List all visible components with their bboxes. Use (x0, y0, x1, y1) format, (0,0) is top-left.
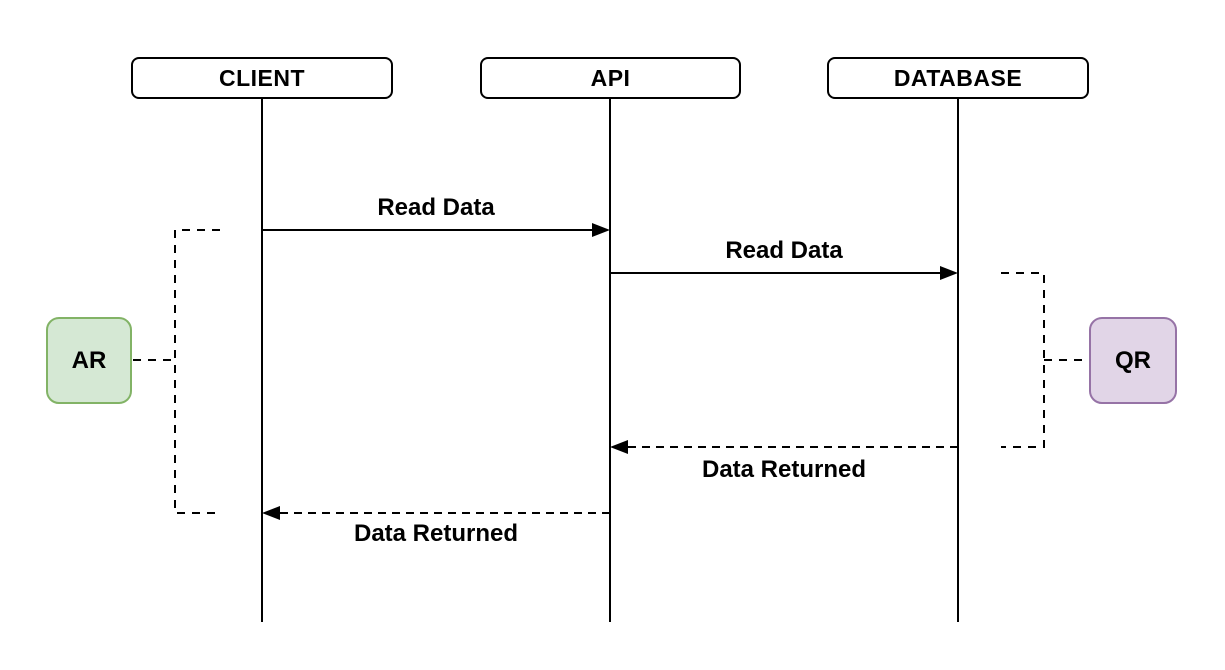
bracket-client-span (174, 229, 220, 514)
arrowhead-client-to-api (592, 223, 610, 237)
bracket-database-span (1001, 272, 1045, 448)
message-label-read-data-1: Read Data (377, 194, 495, 221)
message-label-data-returned-1: Data Returned (701, 456, 867, 483)
actor-label-database: DATABASE (893, 64, 1023, 91)
note-box-ar: AR (46, 317, 132, 404)
note-label-ar: AR (71, 346, 107, 374)
actor-box-database: DATABASE (827, 57, 1089, 99)
actor-box-client: CLIENT (131, 57, 393, 99)
actor-label-client: CLIENT (218, 64, 306, 91)
arrowhead-database-to-api (610, 440, 628, 454)
arrowhead-api-to-database (940, 266, 958, 280)
actor-box-api: API (480, 57, 741, 99)
message-label-data-returned-2: Data Returned (353, 520, 519, 547)
message-label-read-data-2: Read Data (725, 237, 843, 264)
actor-label-api: API (590, 64, 631, 91)
arrowhead-api-to-client (262, 506, 280, 520)
note-box-qr: QR (1089, 317, 1177, 404)
note-label-qr: QR (1115, 346, 1151, 374)
